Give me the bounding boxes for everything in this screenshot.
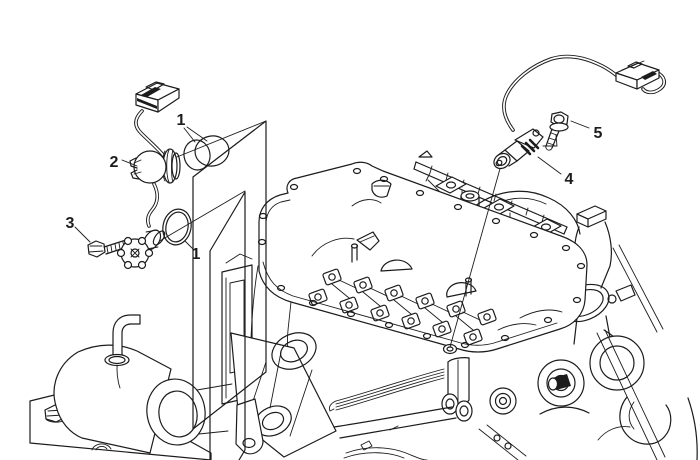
sensor-3: [116, 229, 166, 270]
harness-wire-right: [502, 54, 666, 132]
callout-label: 3: [66, 215, 75, 232]
panel-small: [209, 191, 246, 460]
callout-label: 4: [565, 171, 574, 188]
harness-connector-left: [135, 81, 180, 113]
bolt-5: [545, 111, 569, 151]
sensor-4: [493, 128, 558, 170]
callout-2: 2: [110, 154, 138, 171]
right-harness: [493, 54, 666, 170]
callout-label: 1: [192, 246, 201, 263]
callout-1-lower: 1: [184, 240, 201, 263]
leader-line: [184, 240, 194, 250]
callout-label: 2: [110, 154, 119, 171]
left-harness: [87, 81, 230, 270]
side-cover-ring: [537, 329, 698, 460]
accumulator-cylinder: [29, 314, 233, 460]
o-ring-1-upper: [183, 135, 230, 171]
oil-pan-flange: [257, 161, 588, 353]
axis-line-sensor-3: [145, 190, 246, 250]
harness-connector-right: [615, 60, 660, 90]
leader-line: [570, 120, 590, 129]
callout-label: 5: [594, 125, 603, 142]
harness-wire-left: [134, 109, 169, 228]
callout-3: 3: [66, 215, 91, 243]
leader-line: [537, 156, 562, 175]
sensor-2: [129, 148, 181, 184]
callout-4: 4: [537, 156, 574, 188]
front-brackets: [221, 253, 527, 460]
callouts: 1 1 2 3 4 5: [66, 112, 603, 263]
panel-large: [192, 120, 267, 430]
callout-5: 5: [570, 120, 603, 142]
leader-line: [74, 226, 91, 243]
axis-line-sensor-4: [449, 157, 504, 348]
leader-line: [121, 159, 138, 167]
callout-1-upper: 1: [177, 112, 208, 143]
leader-line: [183, 126, 208, 143]
callout-label: 1: [177, 112, 186, 129]
backdrop-panels: [192, 120, 267, 460]
o-ring-1-lower: [162, 208, 192, 246]
valve-body: [308, 243, 563, 355]
